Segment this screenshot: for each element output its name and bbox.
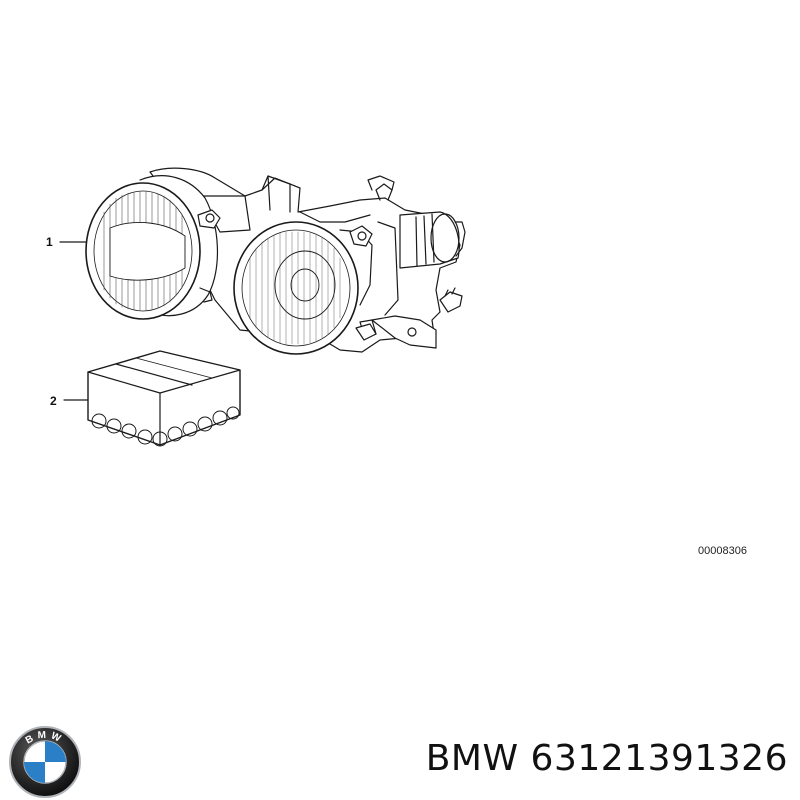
callout-2: 2 [50,394,57,408]
part-caption: BMW 63121391326 [426,738,788,779]
headlight-lens-2 [233,221,377,355]
diagram-reference-number: 00008306 [698,545,747,557]
svg-text:BMW: BMW [24,730,66,747]
bulb-box [87,350,241,447]
bmw-roundel-letters: BMW [24,730,66,747]
brand-name: BMW [425,738,519,779]
headlight-lens-1 [85,175,221,320]
bmw-roundel-icon [9,726,81,798]
part-number: 63121391326 [530,738,788,779]
callout-1: 1 [46,235,53,249]
